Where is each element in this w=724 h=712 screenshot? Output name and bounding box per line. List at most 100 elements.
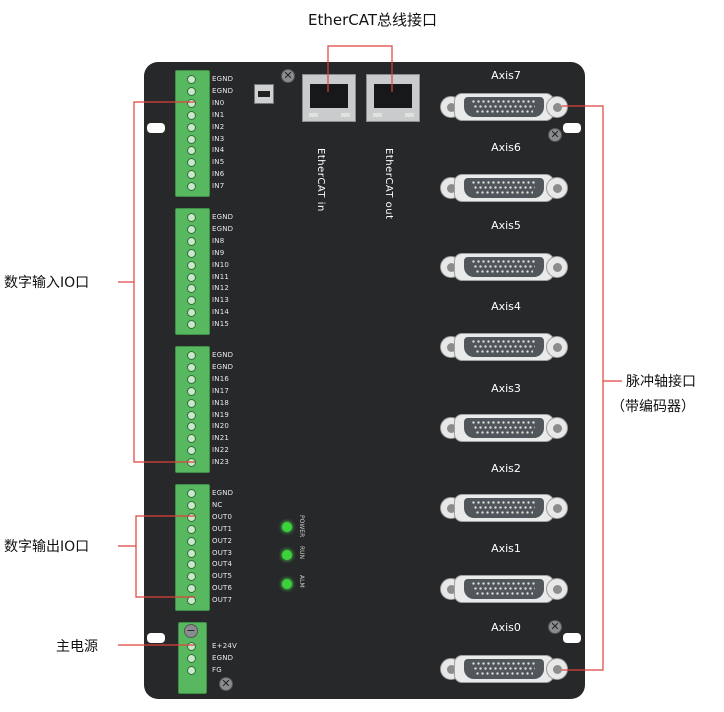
terminal-pin [187, 260, 196, 270]
digital-input-label: 数字输入IO口 [4, 275, 90, 291]
terminal-pin [187, 584, 196, 594]
terminal-pin [187, 284, 196, 294]
terminal-pin [187, 110, 196, 120]
terminal-pin [187, 410, 196, 420]
terminal-pin-label: IN3 [212, 134, 225, 143]
connector-core [464, 579, 544, 599]
screw-icon: ✕ [219, 677, 233, 691]
terminal-pin [187, 296, 196, 306]
terminal-pin-label: NC [212, 500, 223, 509]
run-led-label: RUN [298, 546, 305, 560]
terminal-pin-label: IN0 [212, 98, 225, 107]
terminal-pin-label: OUT4 [212, 560, 233, 569]
terminal-pin-label: EGND [212, 213, 234, 221]
terminal-pin-label: IN7 [212, 182, 225, 191]
terminal-pin [187, 446, 196, 456]
screw-icon: ✕ [548, 128, 562, 142]
terminal-pin-label: EGND [212, 653, 234, 662]
terminal-pin-label: IN9 [212, 248, 225, 257]
alm-led-label: ALM [298, 575, 305, 588]
usb-port [254, 84, 274, 104]
terminal-pin-label: IN22 [212, 446, 230, 455]
connector-core [464, 418, 544, 438]
terminal-pin-label: IN4 [212, 146, 225, 155]
axis-label: Axis3 [491, 382, 521, 395]
terminal-pin-label: OUT6 [212, 584, 233, 593]
axis-db-connector [440, 174, 568, 202]
terminal-pin [187, 213, 196, 222]
terminal-pin-label: EGND [212, 75, 234, 83]
connector-screw-icon [546, 578, 568, 600]
terminal-pin [187, 422, 196, 432]
terminal-pin [187, 75, 196, 84]
terminal-pin-label: E+24V [212, 642, 237, 650]
connector-core [464, 337, 544, 357]
ethercat-in-port [302, 74, 356, 122]
pulse-axis-encoder-label: （带编码器） [611, 399, 695, 415]
terminal-pin [187, 374, 196, 384]
pulse-axis-label: 脉冲轴接口 [626, 374, 696, 390]
terminal-pin [187, 512, 196, 522]
terminal-pin-label: IN8 [212, 236, 225, 245]
terminal-pin-label: OUT3 [212, 548, 233, 557]
terminal-pin [187, 500, 196, 510]
axis-label: Axis4 [491, 300, 521, 313]
terminal-pin [187, 653, 196, 663]
terminal-pin [187, 272, 196, 282]
ethercat-bus-label: EtherCAT总线接口 [308, 11, 437, 29]
terminal-pin [187, 398, 196, 408]
terminal-pin [187, 642, 196, 651]
axis-label: Axis1 [491, 542, 521, 555]
ethercat-out-port [366, 74, 420, 122]
terminal-pin [187, 560, 196, 570]
terminal-pin [187, 158, 196, 168]
mounting-notch-top-left [147, 123, 165, 133]
terminal-pin [187, 536, 196, 546]
terminal-pin [187, 572, 196, 582]
axis-db-connector [440, 494, 568, 522]
terminal-pin [187, 122, 196, 132]
terminal-pin-label: IN14 [212, 308, 230, 317]
terminal-pin-label: IN16 [212, 374, 230, 383]
mounting-notch-top-right [563, 123, 581, 133]
terminal-pin-label: OUT5 [212, 572, 233, 581]
terminal-pin [187, 524, 196, 534]
terminal-pin-label: IN18 [212, 398, 230, 407]
terminal-pin-label: OUT1 [212, 524, 233, 533]
terminal-pin [187, 86, 196, 96]
connector-core [464, 257, 544, 277]
connector-screw-icon [546, 177, 568, 199]
power-terminal-screw-icon: − [184, 624, 198, 638]
screw-icon: ✕ [281, 69, 295, 83]
terminal-pin-label: OUT7 [212, 596, 233, 605]
connector-screw-icon [546, 256, 568, 278]
terminal-pin-label: IN11 [212, 272, 230, 281]
terminal-pin-label: IN1 [212, 110, 225, 119]
terminal-pin [187, 362, 196, 372]
terminal-pin [187, 386, 196, 396]
terminal-pin [187, 489, 196, 498]
connector-core [464, 659, 544, 679]
connector-core [464, 97, 544, 117]
terminal-pin [187, 182, 196, 192]
axis-label: Axis2 [491, 462, 521, 475]
axis-db-connector [440, 575, 568, 603]
terminal-pin-label: IN2 [212, 122, 225, 131]
axis-db-connector [440, 414, 568, 442]
connector-screw-icon [546, 497, 568, 519]
terminal-pin [187, 665, 196, 675]
terminal-pin-label: EGND [212, 224, 234, 233]
axis-label: Axis5 [491, 219, 521, 232]
terminal-pin [187, 248, 196, 258]
axis-db-connector [440, 655, 568, 683]
main-power-label: 主电源 [56, 639, 98, 655]
terminal-pin [187, 351, 196, 360]
terminal-pin-label: IN20 [212, 422, 230, 431]
terminal-pin-label: IN17 [212, 386, 230, 395]
power-led-label: POWER [298, 515, 305, 538]
axis-db-connector [440, 333, 568, 361]
connector-core [464, 498, 544, 518]
terminal-pin-label: IN21 [212, 434, 230, 443]
ethercat-out-label: EtherCAT out [383, 148, 394, 220]
